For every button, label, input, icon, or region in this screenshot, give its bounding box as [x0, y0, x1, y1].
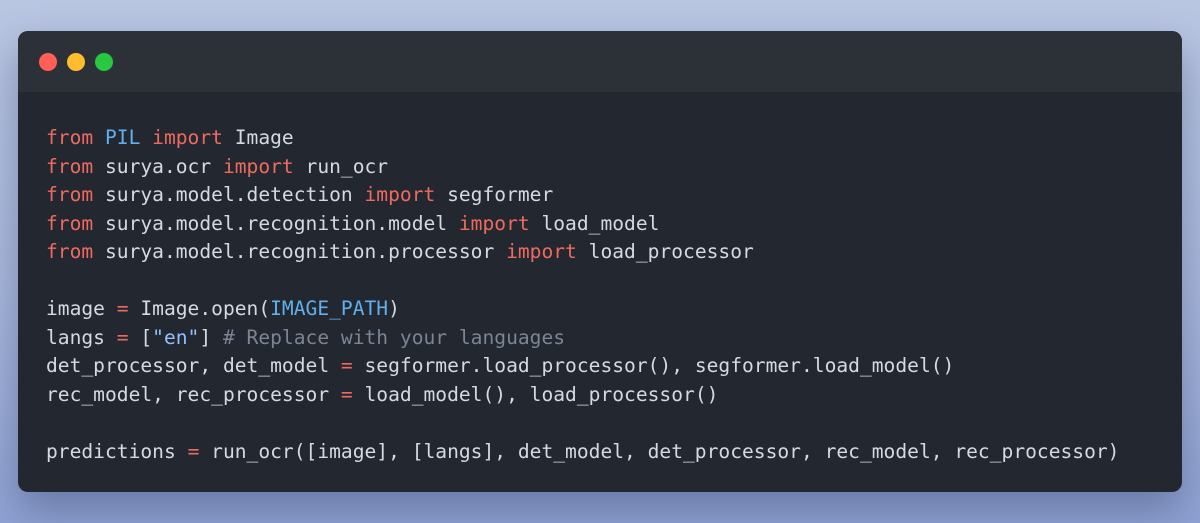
- code-line: from surya.model.detection import segfor…: [46, 181, 1182, 210]
- code-token-keyword: import: [364, 183, 436, 206]
- code-token-default: langs: [46, 325, 117, 349]
- code-token-keyword: from: [46, 211, 94, 235]
- code-line: predictions = run_ocr([image], [langs], …: [46, 438, 1182, 467]
- code-token-default: [93, 126, 105, 149]
- minimize-dot-icon[interactable]: [67, 52, 85, 71]
- code-token-default: Image: [222, 126, 294, 149]
- code-token-default: [: [128, 325, 153, 349]
- code-line: from surya.ocr import run_ocr: [46, 153, 1182, 182]
- window-titlebar: [18, 31, 1182, 92]
- code-line: image = Image.open(IMAGE_PATH): [46, 295, 1182, 324]
- code-token-constant: IMAGE_PATH: [270, 297, 389, 320]
- code-token-default: det_processor, det_model: [46, 354, 341, 377]
- code-token-default: ): [388, 297, 400, 320]
- code-token-default: ]: [199, 325, 223, 349]
- code-token-default: rec_model, rec_processor: [46, 382, 341, 406]
- code-token-default: Image.open(: [128, 297, 271, 320]
- code-line: det_processor, det_model = segformer.loa…: [46, 352, 1182, 381]
- close-dot-icon[interactable]: [39, 52, 57, 71]
- code-token-keyword: =: [340, 382, 353, 406]
- code-line: from PIL import Image: [46, 124, 1182, 153]
- code-token-module: PIL: [104, 126, 141, 149]
- code-token-keyword: from: [46, 240, 94, 263]
- code-token-default: run_ocr([image], [langs], det_model, det…: [199, 439, 1120, 463]
- code-token-default: load_model: [529, 211, 660, 235]
- code-token-default: segformer.load_processor(), segformer.lo…: [352, 354, 955, 377]
- code-token-default: surya.model.recognition.processor: [93, 240, 507, 263]
- code-token-default: surya.ocr: [93, 154, 223, 178]
- code-line: langs = ["en"] # Replace with your langu…: [46, 324, 1182, 353]
- code-token-default: surya.model.recognition.model: [93, 211, 459, 235]
- code-token-keyword: import: [222, 154, 294, 178]
- code-token-default: image: [46, 297, 117, 320]
- code-token-default: [140, 126, 152, 149]
- maximize-dot-icon[interactable]: [95, 52, 113, 71]
- code-token-string: "en": [152, 325, 200, 349]
- code-line: rec_model, rec_processor = load_model(),…: [46, 381, 1182, 410]
- code-token-keyword: from: [46, 126, 94, 149]
- code-token-keyword: import: [152, 126, 223, 149]
- code-token-default: load_model(), load_processor(): [352, 382, 719, 406]
- code-token-default: surya.model.detection: [93, 183, 365, 206]
- code-line: [46, 409, 1182, 438]
- code-line: [46, 267, 1182, 296]
- code-line: from surya.model.recognition.processor i…: [46, 238, 1182, 267]
- code-token-keyword: =: [187, 439, 200, 463]
- code-token-keyword: from: [46, 154, 94, 178]
- code-token-default: load_processor: [576, 240, 754, 263]
- code-token-keyword: import: [506, 240, 577, 263]
- code-token-default: segformer: [435, 183, 554, 206]
- code-token-keyword: =: [116, 297, 129, 320]
- code-token-default: run_ocr: [293, 154, 389, 178]
- code-token-comment: # Replace with your languages: [222, 325, 566, 349]
- code-line: from surya.model.recognition.model impor…: [46, 210, 1182, 239]
- code-token-keyword: import: [458, 211, 530, 235]
- code-token-default: predictions: [46, 439, 188, 463]
- code-token-keyword: =: [340, 354, 353, 377]
- code-token-keyword: from: [46, 183, 94, 206]
- code-token-keyword: =: [116, 325, 129, 349]
